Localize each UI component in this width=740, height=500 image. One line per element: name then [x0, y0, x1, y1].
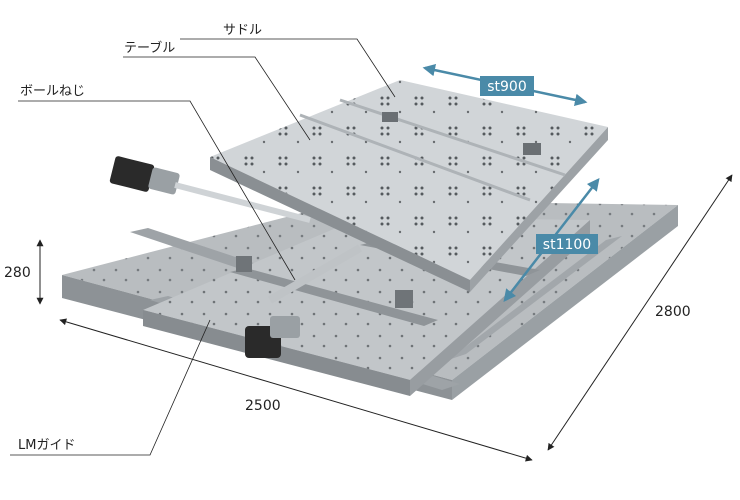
stroke-x-label: st900: [487, 79, 527, 95]
dimension-depth: 2800: [547, 174, 733, 451]
dim-depth-label: 2800: [655, 304, 691, 320]
stroke-y-label: st1100: [543, 237, 591, 253]
stroke-x-indicator: st900: [422, 63, 588, 107]
dim-width-label: 2500: [245, 398, 281, 414]
dimension-height: 280: [4, 239, 44, 305]
label-saddle: サドル: [223, 23, 262, 38]
label-table: テーブル: [124, 40, 175, 56]
label-lm-guide: LMガイド: [18, 438, 75, 453]
dimension-width: 2500: [59, 318, 533, 462]
dim-height-label: 280: [4, 265, 31, 281]
label-ball-screw: ボールねじ: [20, 84, 85, 99]
